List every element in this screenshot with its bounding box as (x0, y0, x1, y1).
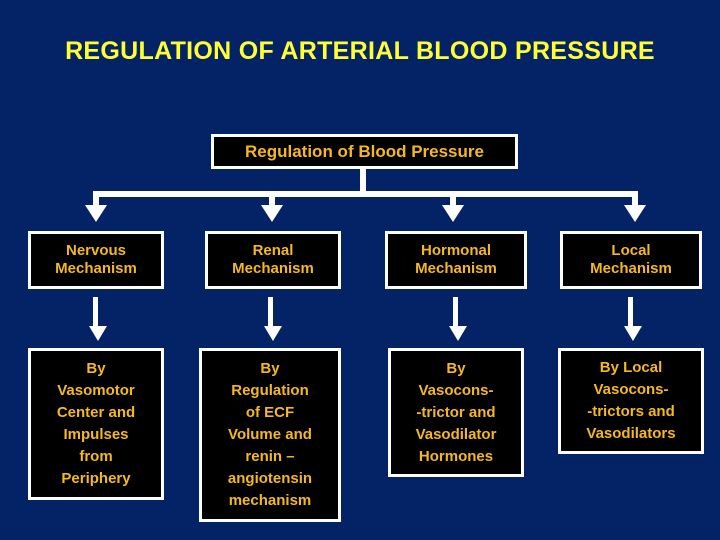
node-label: By Vasomotor Center and Impulses from Pe… (56, 360, 136, 487)
page-title: REGULATION OF ARTERIAL BLOOD PRESSURE (65, 37, 655, 65)
arrow-down-icon-renal (264, 326, 282, 341)
arrow-down-icon-2 (261, 205, 283, 222)
node-label: Hormonal Mechanism (415, 242, 497, 277)
node-local-mechanism[interactable]: Local Mechanism (560, 231, 702, 289)
node-hormonal-detail[interactable]: By Vasocons- -trictor and Vasodilator Ho… (388, 348, 524, 477)
arrow-down-icon-hormonal (449, 326, 467, 341)
connector-root-stem (360, 169, 366, 193)
node-label: Regulation of Blood Pressure (245, 142, 484, 161)
arrow-down-icon-nervous (89, 326, 107, 341)
node-renal-mechanism[interactable]: Renal Mechanism (205, 231, 341, 289)
node-label: Nervous Mechanism (55, 242, 137, 277)
node-nervous-detail[interactable]: By Vasomotor Center and Impulses from Pe… (28, 348, 164, 500)
node-label: Local Mechanism (590, 242, 672, 277)
connector-drop-3 (450, 191, 456, 205)
node-nervous-mechanism[interactable]: Nervous Mechanism (28, 231, 164, 289)
node-hormonal-mechanism[interactable]: Hormonal Mechanism (385, 231, 527, 289)
node-label: By Local Vasocons- -trictors and Vasodil… (586, 359, 676, 442)
arrow-down-icon-local (624, 326, 642, 341)
connector-stem-nervous (93, 297, 98, 327)
connector-stem-local (628, 297, 633, 327)
node-label: Renal Mechanism (232, 242, 314, 277)
node-label: By Vasocons- -trictor and Vasodilator Ho… (415, 359, 497, 465)
arrow-down-icon-4 (624, 205, 646, 222)
node-renal-detail[interactable]: By Regulation of ECF Volume and renin – … (199, 348, 341, 522)
connector-drop-4 (632, 191, 638, 205)
node-local-detail[interactable]: By Local Vasocons- -trictors and Vasodil… (558, 348, 704, 454)
connector-drop-1 (93, 191, 99, 205)
connector-stem-hormonal (453, 297, 458, 327)
arrow-down-icon-3 (442, 205, 464, 222)
connector-stem-renal (268, 297, 273, 327)
connector-drop-2 (269, 191, 275, 205)
node-regulation-of-blood-pressure[interactable]: Regulation of Blood Pressure (211, 134, 518, 169)
node-label: By Regulation of ECF Volume and renin – … (227, 360, 313, 509)
connector-bus-bar (93, 191, 638, 197)
arrow-down-icon-1 (85, 205, 107, 222)
